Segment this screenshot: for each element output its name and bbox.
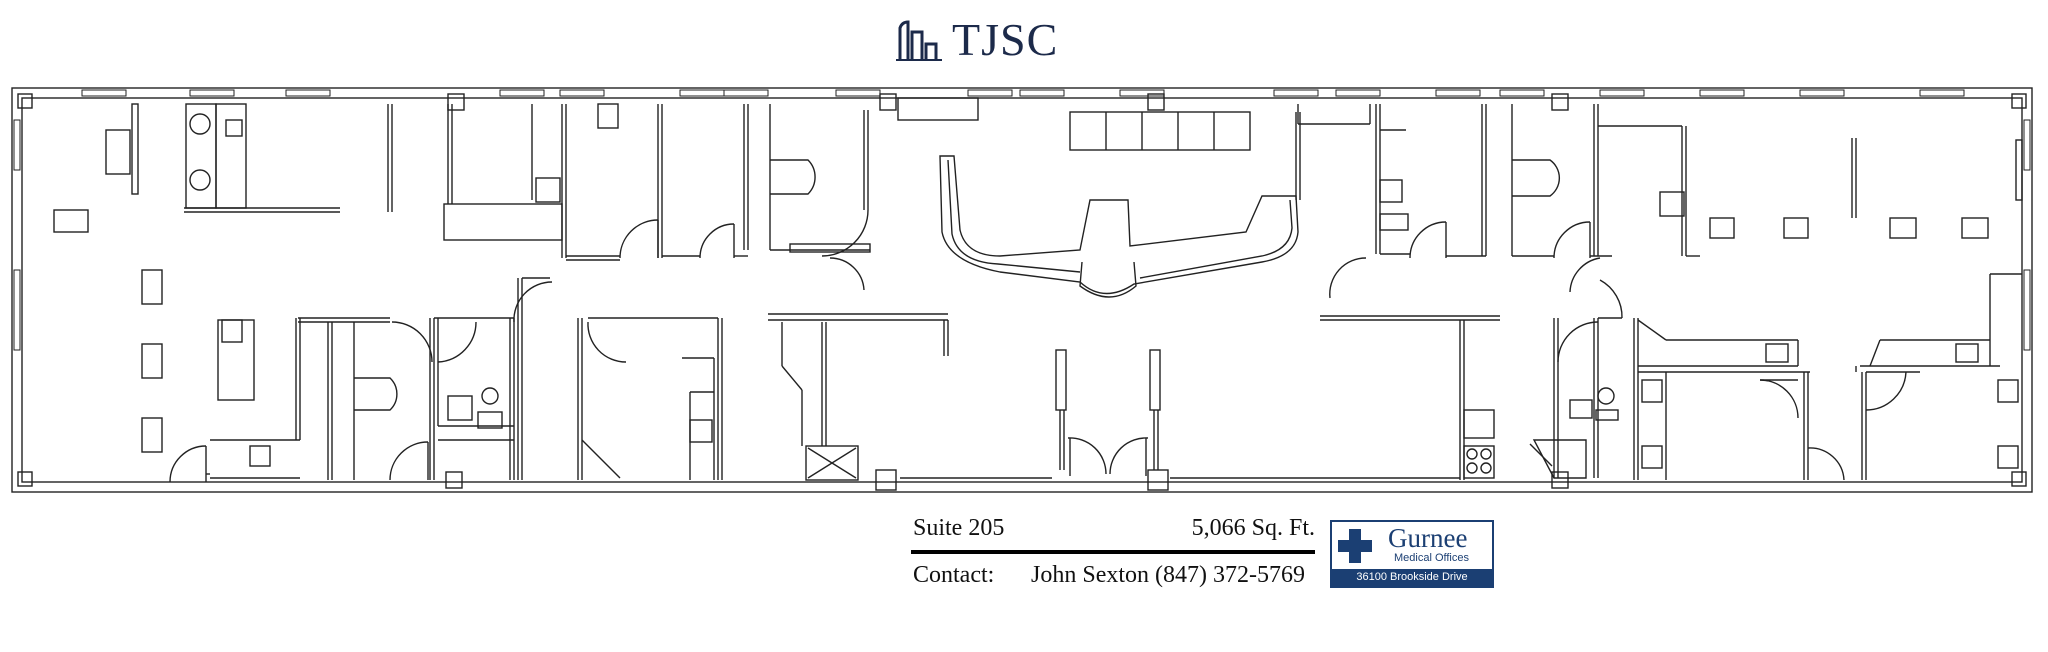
upper-left-rooms [443, 103, 871, 291]
upper-right-rooms [1297, 104, 2023, 299]
gurnee-medical-badge: Gurnee Medical Offices 36100 Brookside D… [1330, 520, 1494, 588]
lower-middle [768, 313, 1460, 481]
divider-rule [911, 550, 1315, 554]
lower-left-rooms [169, 277, 723, 483]
floor-plan [11, 87, 2033, 493]
building-columns-icon [896, 20, 942, 61]
medical-cross-icon [1338, 529, 1372, 563]
suite-info: Suite 205 5,066 Sq. Ft. Contact: John Se… [911, 512, 1315, 589]
badge-address: 36100 Brookside Drive [1332, 569, 1492, 586]
left-area [53, 103, 393, 453]
exterior-walls [11, 87, 2033, 493]
suite-name: Suite 205 [913, 515, 1005, 541]
badge-name: Gurnee [1388, 523, 1468, 553]
contact-value: John Sexton (847) 372-5769 [1031, 562, 1305, 588]
reception-desk [897, 97, 1301, 298]
company-logo: TJSC [896, 12, 1058, 68]
lower-right-rooms [1320, 273, 2022, 481]
contact-label: Contact: [913, 562, 995, 588]
badge-subtitle: Medical Offices [1394, 552, 1469, 564]
logo-text: TJSC [952, 14, 1059, 65]
suite-area: 5,066 Sq. Ft. [1191, 515, 1315, 541]
